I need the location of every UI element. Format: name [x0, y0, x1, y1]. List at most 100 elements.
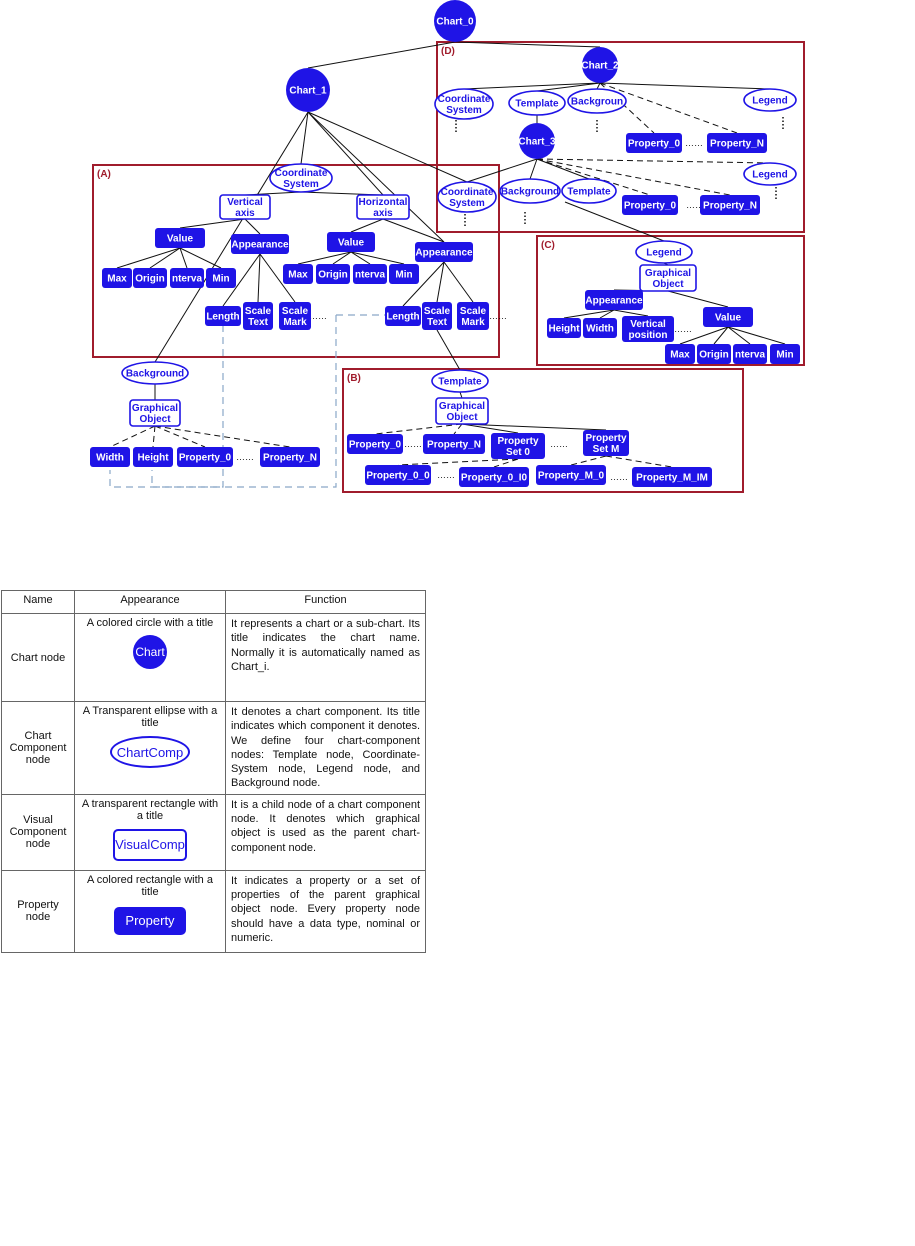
node-label: Origin: [699, 350, 728, 361]
tree-edge: [307, 111, 468, 183]
tree-edge: [149, 247, 181, 269]
node-label: Vertical: [630, 319, 666, 330]
node-label: Property: [497, 436, 539, 447]
horizontal-ellipsis: ……: [674, 324, 692, 334]
row-function: It indicates a property or a set of prop…: [225, 869, 426, 953]
node-label: Object: [652, 279, 684, 290]
tree-edge: [307, 111, 384, 196]
horizontal-ellipsis: ……: [610, 472, 628, 482]
horizontal-ellipsis: ……: [404, 439, 422, 449]
tree-edge: [222, 253, 261, 307]
row-name: Chart node: [1, 613, 75, 702]
node-label: Property_N: [710, 139, 764, 150]
tree-edge: [563, 309, 615, 319]
region-label: (D): [441, 46, 455, 57]
horizontal-ellipsis: ……: [685, 138, 703, 148]
appearance-text: A colored rectangle with a title: [87, 873, 213, 898]
tree-edge: [350, 251, 371, 265]
chart-2-node: Chart_2: [581, 47, 619, 83]
property-0-node: Property_0: [347, 434, 403, 454]
tree-edge: [244, 218, 261, 235]
origin-node: Origin: [316, 264, 350, 284]
node-label: Legend: [752, 170, 788, 181]
table-row-property-node: Property node A colored rectangle with a…: [1, 869, 426, 953]
tree-edge: [300, 111, 309, 165]
node-label: Value: [167, 234, 194, 245]
tree-edge: [179, 218, 246, 229]
max-node: Max: [665, 344, 695, 364]
property-0-node: Property_0: [626, 133, 682, 153]
node-label: Object: [446, 412, 478, 423]
node-label: Set M: [593, 444, 620, 455]
chart-tree-diagram: (A)(B)(C)(D) …………………………………………………… Chart_…: [90, 0, 805, 493]
value-node: Value: [155, 228, 205, 248]
table-row-chart-component-node: Chart Component node A Transparent ellip…: [1, 701, 426, 795]
tree-edge: [402, 261, 445, 307]
length-node: Length: [205, 306, 241, 326]
tree-edge: [436, 329, 461, 371]
tree-edge: [259, 253, 296, 303]
legend-node: Legend: [635, 240, 693, 264]
property-0-0-node: Property_0_0: [365, 465, 431, 485]
node-label: Mark: [461, 317, 485, 328]
node-label: System: [446, 105, 482, 116]
tree-edge: [116, 247, 181, 269]
value-node: Value: [703, 307, 753, 327]
node-label: Chart_0: [436, 17, 474, 28]
node-label: Origin: [318, 270, 347, 281]
tree-edge: [599, 82, 771, 90]
chart-component-node-swatch: ChartComp: [110, 736, 190, 768]
node-label: Property: [585, 433, 627, 444]
max-node: Max: [102, 268, 132, 288]
node-label: Legend: [646, 248, 682, 259]
node-label: Scale: [460, 306, 487, 317]
background-node: Background: [499, 178, 561, 204]
property-0-i0-node: Property_0_I0: [459, 467, 529, 487]
node-label: position: [629, 330, 668, 341]
template-node: Template: [431, 369, 489, 393]
property-n-node: Property_N: [260, 447, 320, 467]
tree-edge: [459, 391, 463, 399]
tree-edge: [536, 158, 590, 180]
tree-edge: [536, 158, 731, 196]
node-label: System: [449, 198, 485, 209]
horizontal-ellipsis: ……: [686, 200, 704, 210]
tree-edge: [374, 423, 463, 435]
header-appearance: Appearance: [74, 590, 226, 614]
tree-edge: [466, 158, 538, 183]
background-node: Backgroun: [567, 88, 627, 114]
node-label: Max: [670, 350, 690, 361]
tree-edge: [536, 82, 601, 92]
tree-edge: [436, 261, 445, 303]
node-type-table: Name Appearance Function Chart node A co…: [1, 590, 426, 953]
node-label: Property_N: [427, 440, 481, 451]
node-label: Property_0: [349, 440, 402, 451]
chart-3-node: Chart_3: [518, 123, 556, 159]
region-c: [536, 235, 805, 366]
node-label: Scale: [424, 306, 451, 317]
interval-node: nterva: [353, 264, 387, 284]
node-label: Appearance: [585, 296, 643, 307]
tree-edge: [727, 326, 751, 345]
tree-edge: [529, 158, 538, 180]
node-label: Length: [206, 312, 239, 323]
node-label: Min: [212, 274, 229, 285]
tree-edge: [461, 423, 607, 431]
origin-node: Origin: [133, 268, 167, 288]
region-b: [342, 368, 744, 493]
tree-edge: [350, 218, 384, 233]
tree-edge: [307, 41, 456, 69]
node-label: Height: [548, 324, 580, 335]
node-label: axis: [373, 208, 393, 219]
interval-node: nterva: [170, 268, 204, 288]
tree-edge: [493, 458, 519, 468]
value-node: Value: [327, 232, 375, 252]
node-label: Width: [586, 324, 614, 335]
